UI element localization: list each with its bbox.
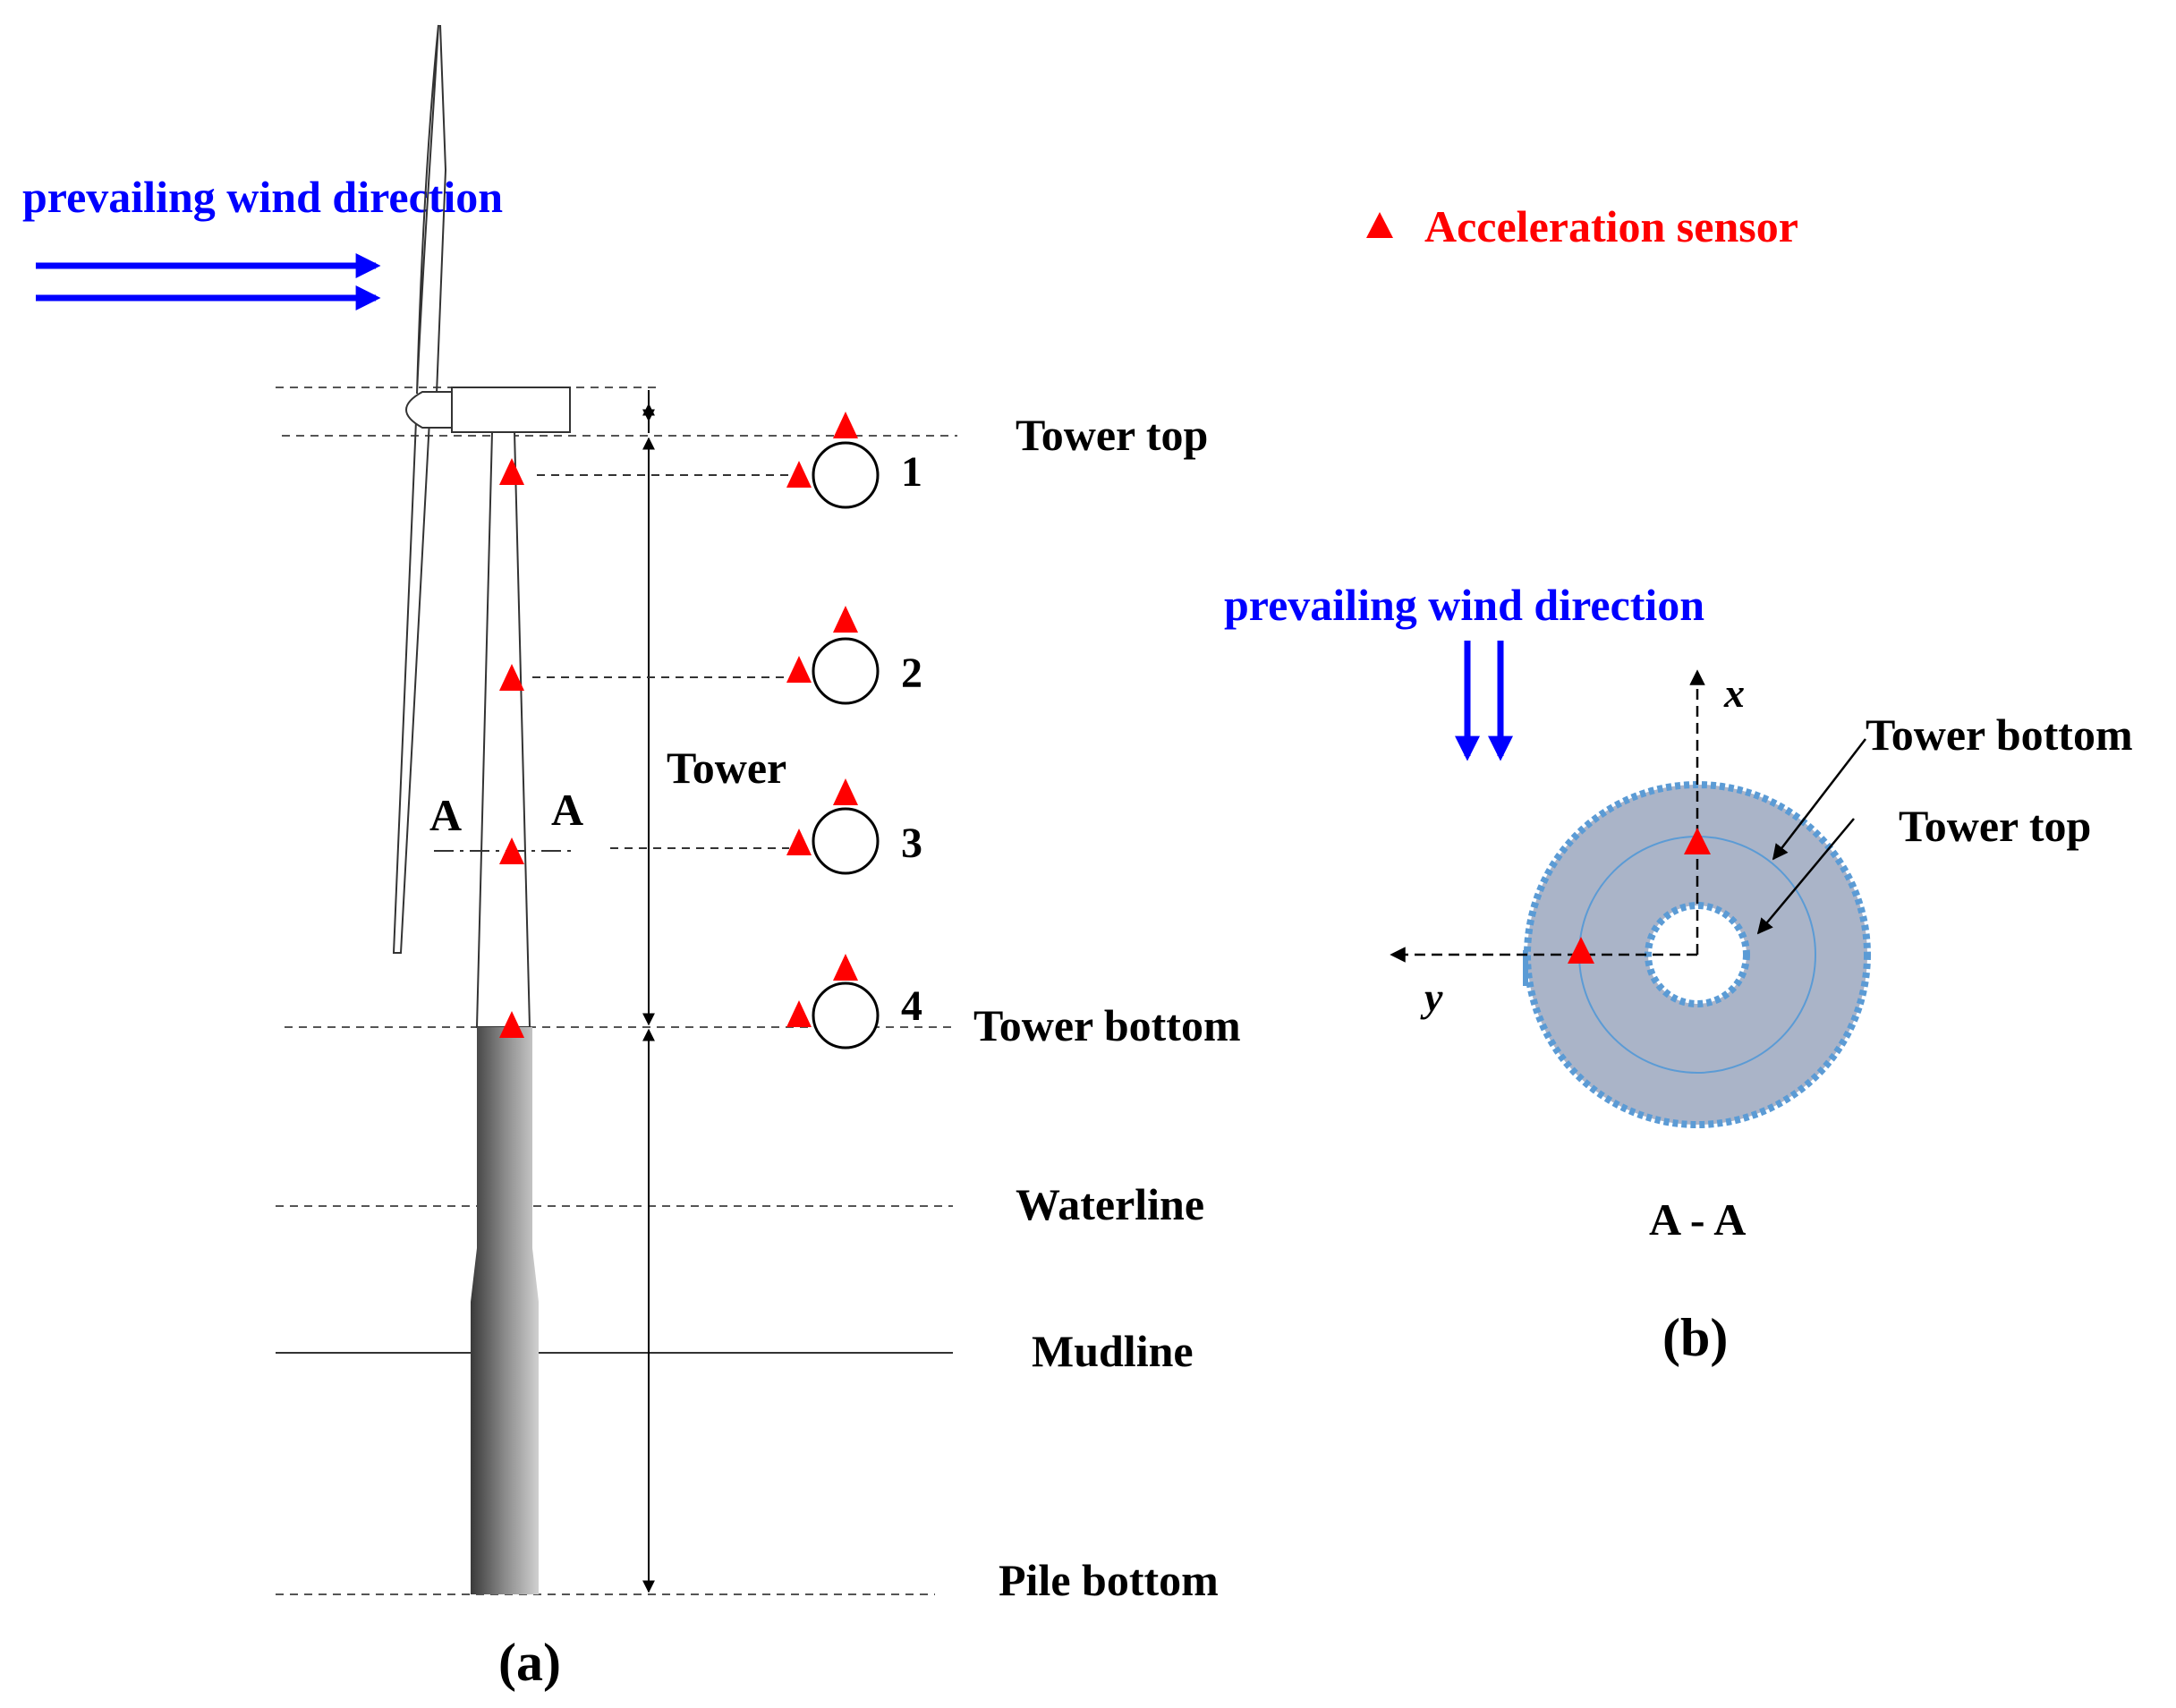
sensor-number-1: 1 <box>901 448 922 496</box>
wind-arrows-b <box>1455 641 1513 761</box>
axis-x-label: x <box>1723 670 1745 716</box>
label-mudline: Mudline <box>1032 1326 1194 1376</box>
red-triangle-icon <box>1366 212 1393 238</box>
label-pile-bottom: Pile bottom <box>999 1555 1219 1605</box>
red-triangle-icon <box>786 461 812 488</box>
red-triangle-icon <box>786 1000 812 1027</box>
red-triangle-icon <box>499 837 524 864</box>
sensor-number-3: 3 <box>901 820 922 867</box>
red-triangle-icon <box>833 954 858 981</box>
caption-a: (a) <box>498 1633 561 1692</box>
label-waterline: Waterline <box>1016 1179 1204 1229</box>
label-tower-top: Tower top <box>1016 410 1208 460</box>
sensor-circles <box>812 441 880 1049</box>
rotor-blades <box>392 24 447 954</box>
red-triangle-icon <box>499 1011 524 1038</box>
red-triangle-icon <box>786 656 812 683</box>
label-tower: Tower <box>667 743 786 793</box>
red-triangle-icon <box>1684 828 1711 854</box>
red-triangle-icon <box>833 778 858 805</box>
wind-direction-label-a: prevailing wind direction <box>22 172 503 222</box>
sensor-markers-a <box>499 412 858 1038</box>
section-title: A - A <box>1649 1194 1746 1245</box>
sensor-number-2: 2 <box>901 650 922 697</box>
wind-direction-label-b: prevailing wind direction <box>1224 580 1704 630</box>
red-triangle-icon <box>833 412 858 438</box>
section-mark-right: A <box>551 785 583 835</box>
callout-inner <box>1756 818 1855 935</box>
red-triangle-icon <box>499 664 524 691</box>
label-tower-bottom: Tower bottom <box>973 1000 1241 1050</box>
sensor-number-4: 4 <box>901 982 922 1030</box>
section-axes <box>1390 669 1705 963</box>
label-section-tower-top: Tower top <box>1899 801 2091 851</box>
caption-b: (b) <box>1662 1308 1728 1367</box>
red-triangle-icon <box>786 829 812 855</box>
section-marker-tab <box>1523 950 1528 986</box>
panel-b: prevailing wind direction x y Tower bott… <box>1224 580 2133 1367</box>
hub-spinner <box>405 391 453 429</box>
section-mark-left: A <box>429 790 462 840</box>
legend-label: Acceleration sensor <box>1424 201 1798 251</box>
red-triangle-icon <box>1568 937 1594 964</box>
legend: Acceleration sensor <box>1366 201 1798 251</box>
red-triangle-icon <box>499 458 524 485</box>
tower <box>475 431 531 1028</box>
label-section-tower-bottom: Tower bottom <box>1866 710 2133 760</box>
panel-a: prevailing wind direction A <box>22 24 1241 1692</box>
callout-outer <box>1772 738 1866 861</box>
axis-y-label: y <box>1420 974 1443 1020</box>
wind-arrows-a <box>36 253 381 310</box>
nacelle <box>451 387 571 433</box>
monopile <box>471 1027 539 1594</box>
sensor-leaders <box>532 474 789 849</box>
red-triangle-icon <box>833 606 858 633</box>
